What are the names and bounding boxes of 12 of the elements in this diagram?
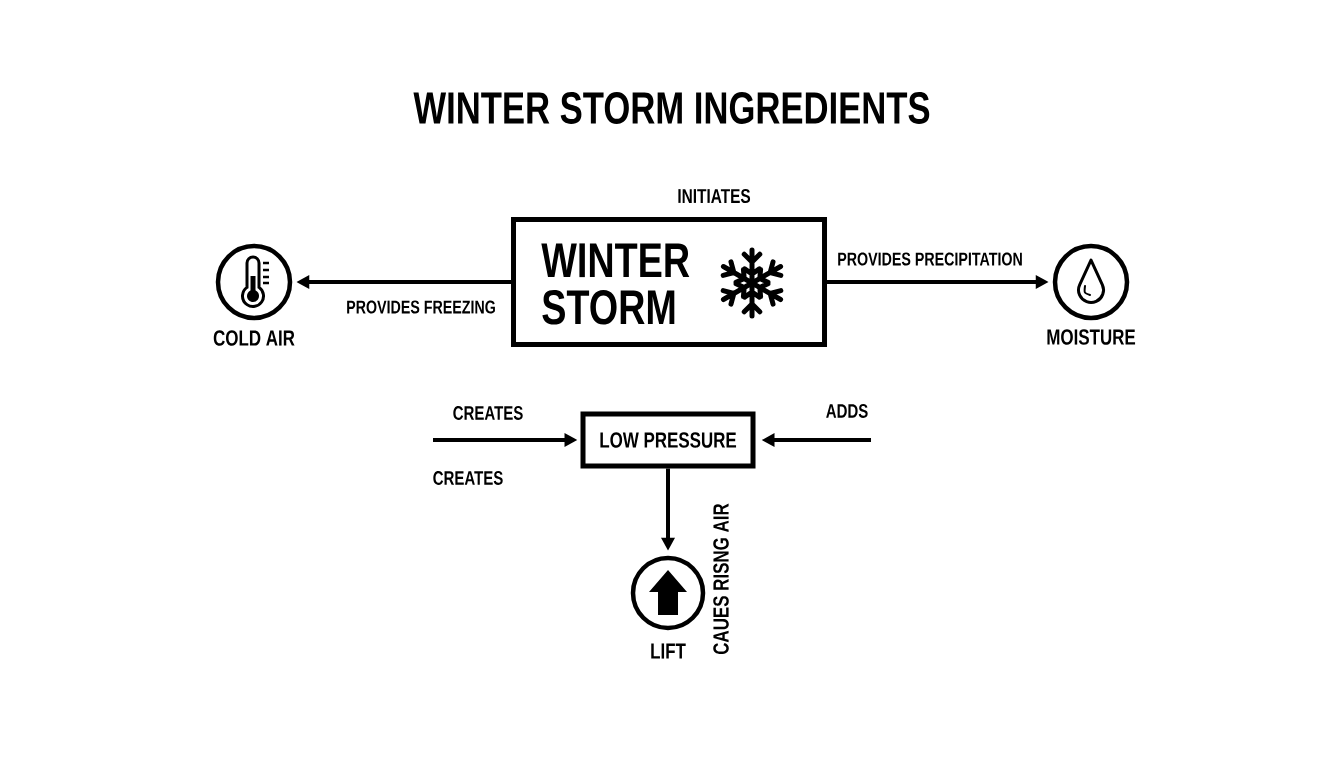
process-box: LOW PRESSURE — [580, 411, 756, 469]
node-label: COLD AIR — [213, 330, 295, 346]
edge-label: CREATES — [451, 404, 525, 422]
node-label: LIFT — [651, 643, 686, 659]
edge-label: PROVIDES FREEZING — [344, 299, 498, 315]
annotation-text: CREATES — [433, 471, 503, 485]
node-label: MOISTURE — [1047, 329, 1136, 345]
edge-label: CAUES RISNG AIR — [711, 501, 731, 657]
edge-label: PROVIDES PRECIPITATION — [835, 251, 1025, 267]
edge-label: ADDS — [824, 402, 870, 420]
process-box: WINTER STORM — [511, 217, 827, 347]
title: WINTER STORM INGREDIENTS — [413, 92, 930, 124]
